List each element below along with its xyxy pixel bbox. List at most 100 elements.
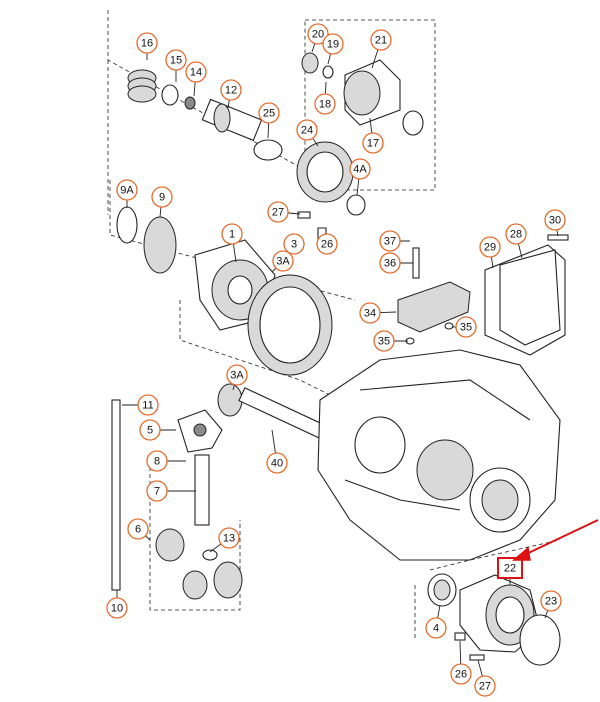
callout-number: 24 xyxy=(301,125,313,137)
callout-number: 6 xyxy=(135,524,141,536)
part-callout-15: 15 xyxy=(165,49,187,71)
callout-number: 12 xyxy=(225,85,237,97)
callout-circle xyxy=(540,590,562,612)
part-callout-29: 29 xyxy=(479,236,501,258)
callout-circle xyxy=(455,316,477,338)
part-callout-9: 9 xyxy=(151,186,173,208)
part-callout-17: 17 xyxy=(362,132,384,154)
callout-number: 4A xyxy=(353,164,367,176)
part-callout-13: 13 xyxy=(218,527,240,549)
part-callout-22: 22 xyxy=(497,557,523,579)
callout-number: 23 xyxy=(545,596,557,608)
differential-parts-left xyxy=(111,399,243,600)
part-callout-12: 12 xyxy=(220,79,242,101)
callout-circle xyxy=(136,32,158,54)
callout-circle xyxy=(266,452,288,474)
callout-number: 5 xyxy=(147,425,153,437)
selector-cover-group xyxy=(397,247,471,345)
input-shaft-group xyxy=(127,69,283,161)
callout-number: 25 xyxy=(263,108,275,120)
callout-number: 14 xyxy=(190,67,202,79)
callout-number: 16 xyxy=(141,38,153,50)
callout-number: 3 xyxy=(291,239,297,251)
callout-number: 30 xyxy=(549,215,561,227)
part-callout-26b: 26 xyxy=(450,663,472,685)
part-callout-34: 34 xyxy=(359,302,381,324)
callout-circle xyxy=(258,102,280,124)
callout-circle xyxy=(146,480,168,502)
part-callout-20: 20 xyxy=(307,23,329,45)
callout-circle xyxy=(226,364,248,386)
callout-circle xyxy=(220,79,242,101)
callout-number: 27 xyxy=(272,207,284,219)
part-callout-4: 4 xyxy=(425,617,447,639)
callout-circle xyxy=(316,233,338,255)
callout-number: 1 xyxy=(229,229,235,241)
callout-circle xyxy=(373,330,395,352)
callout-number: 11 xyxy=(142,400,153,412)
callout-circle xyxy=(151,186,173,208)
callout-number: 27 xyxy=(479,681,491,693)
callout-circle xyxy=(221,223,243,245)
part-callout-35a: 35 xyxy=(373,330,395,352)
callout-number: 3A xyxy=(276,256,290,268)
callout-circle xyxy=(479,236,501,258)
callout-circle xyxy=(362,132,384,154)
highlight-arrow xyxy=(511,519,599,561)
part-callout-30: 30 xyxy=(544,209,566,231)
callout-circle xyxy=(267,201,289,223)
callout-circle xyxy=(450,663,472,685)
callout-number: 8 xyxy=(154,456,160,468)
part-callout-3A: 3A xyxy=(272,250,294,272)
callout-circle xyxy=(379,230,401,252)
part-callout-37: 37 xyxy=(379,230,401,252)
transmission-housing xyxy=(317,349,561,561)
callout-circle xyxy=(127,518,149,540)
highlight-box xyxy=(497,557,523,579)
callout-number: 9 xyxy=(159,192,165,204)
part-callout-27b: 27 xyxy=(474,675,496,697)
callout-number: 9A xyxy=(120,185,134,197)
upper-gear-group xyxy=(296,52,424,216)
part-callout-10: 10 xyxy=(106,597,128,619)
part-callout-35b: 35 xyxy=(455,316,477,338)
part-callout-9A: 9A xyxy=(116,179,138,201)
callout-number: 4 xyxy=(433,623,439,635)
callout-number: 34 xyxy=(364,308,376,320)
callout-circle xyxy=(349,158,371,180)
callout-circle xyxy=(296,119,318,141)
part-callout-40: 40 xyxy=(266,452,288,474)
callout-circle xyxy=(137,394,159,416)
callout-number: 21 xyxy=(375,35,387,47)
callout-circle xyxy=(146,450,168,472)
callout-number: 35 xyxy=(378,336,390,348)
callout-number: 40 xyxy=(271,458,283,470)
callout-circle xyxy=(283,233,305,255)
callout-circle xyxy=(370,29,392,51)
callout-circle xyxy=(505,223,527,245)
part-callout-23: 23 xyxy=(540,590,562,612)
callout-number: 29 xyxy=(484,242,496,254)
callout-circle xyxy=(272,250,294,272)
callout-circle xyxy=(314,93,336,115)
callout-number: 37 xyxy=(384,236,396,248)
callout-circle xyxy=(116,179,138,201)
callout-number: 19 xyxy=(327,39,339,51)
callout-number: 20 xyxy=(312,29,324,41)
callout-number: 28 xyxy=(510,229,522,241)
callout-circle xyxy=(379,252,401,274)
part-callout-3Ab: 3A xyxy=(226,364,248,386)
part-callout-27a: 27 xyxy=(267,201,289,223)
callout-circle xyxy=(218,527,240,549)
callout-number: 7 xyxy=(154,486,160,498)
housing-cover-group xyxy=(484,234,569,356)
flange-group xyxy=(427,573,561,666)
callout-circle xyxy=(307,23,329,45)
part-callout-5: 5 xyxy=(139,419,161,441)
part-callout-26a: 26 xyxy=(316,233,338,255)
callout-number: 15 xyxy=(170,55,182,67)
callout-circle xyxy=(425,617,447,639)
callout-number: 3A xyxy=(230,370,244,382)
